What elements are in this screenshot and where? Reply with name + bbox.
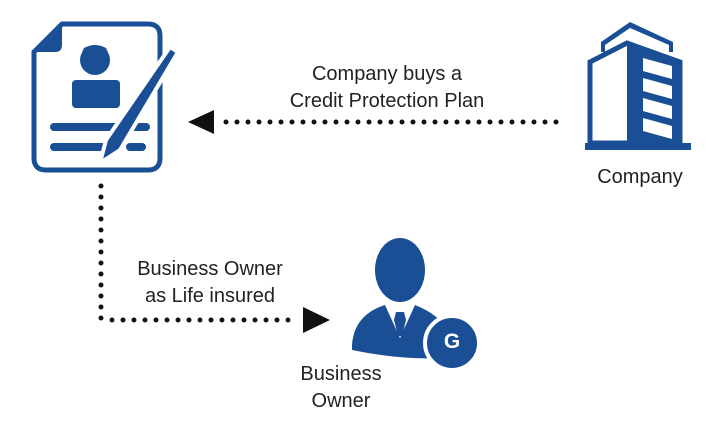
badge-circle <box>423 314 481 372</box>
bottom-flow-line1: Business Owner <box>137 258 283 280</box>
policy-document-icon <box>31 21 181 173</box>
owner-badge-letter: G <box>443 330 461 353</box>
top-flow-line1: Company buys a <box>311 63 463 85</box>
arrowhead-left-icon <box>188 110 214 134</box>
owner-label-line1: Business <box>300 363 382 385</box>
top-flow-label: Company buys a Credit Protection Plan <box>290 61 485 115</box>
top-flow-line2: Credit Protection Plan <box>289 90 485 112</box>
connector-company-to-policy <box>188 110 565 134</box>
bottom-flow-label: Business Owner as Life insured <box>137 256 283 310</box>
connector-policy-to-owner <box>98 183 330 333</box>
owner-label-line2: Owner <box>311 390 371 412</box>
owner-label: Business Owner <box>300 361 381 415</box>
company-label: Company <box>597 166 683 188</box>
bottom-flow-line2: as Life insured <box>144 285 276 307</box>
arrowhead-right-icon <box>303 307 330 333</box>
company-building-icon <box>585 22 691 150</box>
business-owner-icon <box>352 238 481 372</box>
